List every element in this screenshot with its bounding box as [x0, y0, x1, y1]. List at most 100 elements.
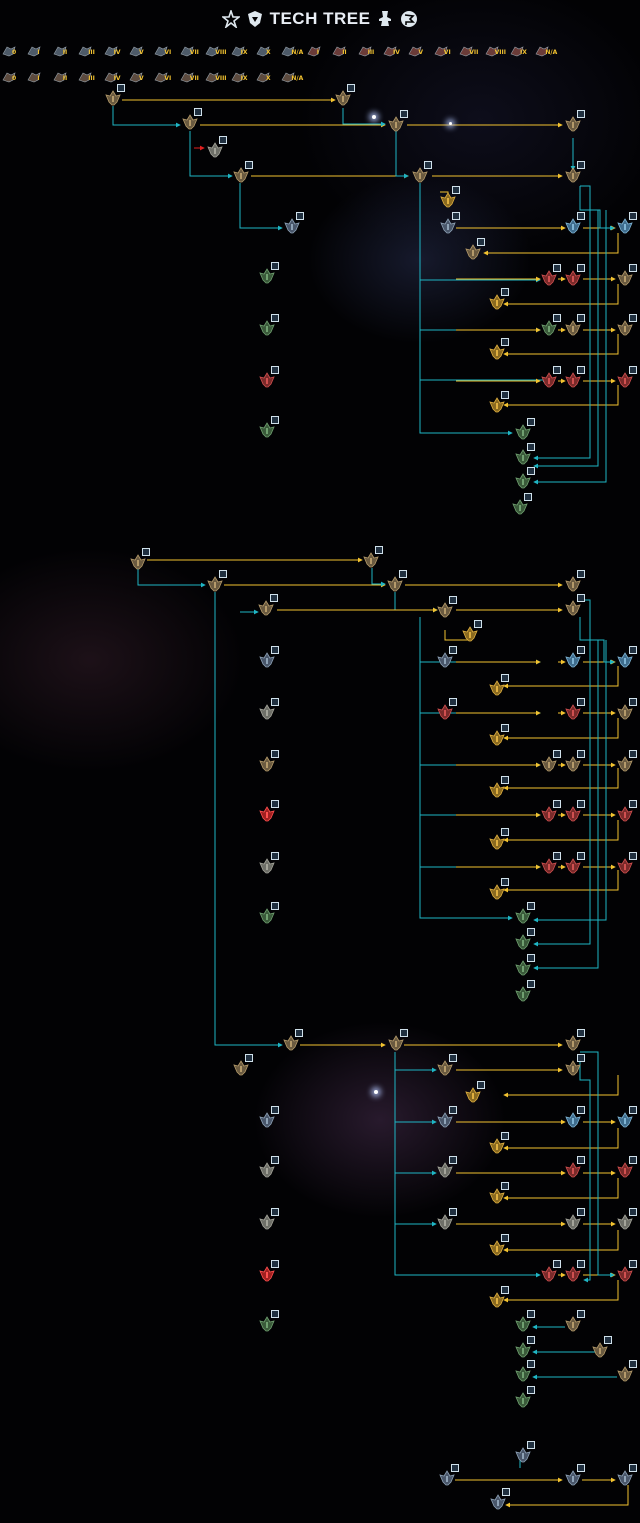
- ship-node[interactable]: [540, 264, 561, 286]
- tier-tab[interactable]: IX: [231, 40, 253, 57]
- ship-node[interactable]: [488, 338, 509, 360]
- tier-tab[interactable]: II: [332, 40, 354, 57]
- ship-node[interactable]: [282, 1029, 303, 1051]
- ship-node[interactable]: [514, 954, 535, 976]
- ship-node[interactable]: [564, 646, 585, 668]
- ship-node[interactable]: [616, 366, 637, 388]
- ship-node[interactable]: [616, 212, 637, 234]
- ship-node[interactable]: [257, 594, 278, 616]
- ship-node[interactable]: [564, 1208, 585, 1230]
- tier-tab[interactable]: VI: [154, 66, 176, 83]
- ship-node[interactable]: [514, 1360, 535, 1382]
- ship-node[interactable]: [564, 110, 585, 132]
- tier-tab[interactable]: IV: [104, 40, 126, 57]
- tier-tab[interactable]: 0: [2, 40, 24, 57]
- ship-node[interactable]: [104, 84, 125, 106]
- ship-node[interactable]: [386, 570, 407, 592]
- ship-node[interactable]: [464, 238, 485, 260]
- ship-node[interactable]: [258, 416, 279, 438]
- ship-node[interactable]: [488, 1182, 509, 1204]
- ship-node[interactable]: [564, 698, 585, 720]
- flag-badge-icon[interactable]: [400, 10, 418, 28]
- ship-node[interactable]: [206, 136, 227, 158]
- ship-node[interactable]: [258, 366, 279, 388]
- tier-tab[interactable]: I: [27, 40, 49, 57]
- ship-node[interactable]: [564, 1260, 585, 1282]
- tier-tab[interactable]: III: [358, 40, 380, 57]
- ship-node[interactable]: [616, 852, 637, 874]
- ship-node[interactable]: [411, 161, 432, 183]
- tier-tab[interactable]: IX: [510, 40, 532, 57]
- ship-node[interactable]: [488, 1286, 509, 1308]
- ship-node[interactable]: [564, 1310, 585, 1332]
- tier-tab[interactable]: I: [27, 66, 49, 83]
- ship-node[interactable]: [514, 928, 535, 950]
- ship-node[interactable]: [564, 1029, 585, 1051]
- ship-node[interactable]: [232, 1054, 253, 1076]
- ship-node[interactable]: [564, 1464, 585, 1486]
- ship-node[interactable]: [564, 1054, 585, 1076]
- ship-node[interactable]: [283, 212, 304, 234]
- ship-node[interactable]: [540, 366, 561, 388]
- ship-node[interactable]: [514, 1441, 535, 1463]
- tier-tab[interactable]: VII: [180, 66, 202, 83]
- ship-node[interactable]: [387, 110, 408, 132]
- ship-node[interactable]: [514, 1310, 535, 1332]
- ship-node[interactable]: [258, 1260, 279, 1282]
- ship-node[interactable]: [540, 800, 561, 822]
- ship-node[interactable]: [514, 443, 535, 465]
- ship-node[interactable]: [436, 698, 457, 720]
- tier-tab[interactable]: VIII: [205, 66, 227, 83]
- ship-node[interactable]: [511, 493, 532, 515]
- ship-node[interactable]: [488, 776, 509, 798]
- ship-node[interactable]: [616, 1156, 637, 1178]
- ship-node[interactable]: [387, 1029, 408, 1051]
- ship-node[interactable]: [436, 1208, 457, 1230]
- ship-node[interactable]: [616, 1208, 637, 1230]
- ship-node[interactable]: [564, 161, 585, 183]
- ship-node[interactable]: [540, 314, 561, 336]
- ship-node[interactable]: [181, 108, 202, 130]
- ship-node[interactable]: [258, 902, 279, 924]
- ship-node[interactable]: [258, 646, 279, 668]
- ship-node[interactable]: [439, 186, 460, 208]
- ship-node[interactable]: [464, 1081, 485, 1103]
- ship-node[interactable]: [564, 366, 585, 388]
- ship-node[interactable]: [258, 314, 279, 336]
- ship-node[interactable]: [564, 852, 585, 874]
- tier-tab[interactable]: VI: [434, 40, 456, 57]
- tier-tab[interactable]: II: [53, 66, 75, 83]
- anvil-icon[interactable]: [376, 10, 394, 28]
- ship-node[interactable]: [514, 902, 535, 924]
- ship-node[interactable]: [488, 878, 509, 900]
- ship-node[interactable]: [258, 750, 279, 772]
- ship-node[interactable]: [564, 750, 585, 772]
- ship-node[interactable]: [616, 1360, 637, 1382]
- ship-node[interactable]: [206, 570, 227, 592]
- tier-tab[interactable]: VIII: [205, 40, 227, 57]
- ship-node[interactable]: [488, 1234, 509, 1256]
- tier-tab[interactable]: 0: [2, 66, 24, 83]
- ship-node[interactable]: [616, 264, 637, 286]
- ship-node[interactable]: [436, 1054, 457, 1076]
- tier-tab[interactable]: I: [307, 40, 329, 57]
- tier-tab[interactable]: V: [129, 66, 151, 83]
- ship-node[interactable]: [514, 980, 535, 1002]
- ship-node[interactable]: [439, 212, 460, 234]
- ship-node[interactable]: [616, 750, 637, 772]
- ship-node[interactable]: [564, 594, 585, 616]
- ship-node[interactable]: [258, 1156, 279, 1178]
- tier-tab[interactable]: IV: [383, 40, 405, 57]
- ship-node[interactable]: [436, 596, 457, 618]
- ship-node[interactable]: [616, 646, 637, 668]
- ship-node[interactable]: [564, 800, 585, 822]
- ship-node[interactable]: [334, 84, 355, 106]
- ship-node[interactable]: [489, 1488, 510, 1510]
- tier-tab[interactable]: X: [256, 40, 278, 57]
- tier-tab[interactable]: V: [408, 40, 430, 57]
- ship-node[interactable]: [488, 391, 509, 413]
- ship-node[interactable]: [436, 646, 457, 668]
- ship-node[interactable]: [514, 467, 535, 489]
- ship-node[interactable]: [488, 288, 509, 310]
- tier-tab[interactable]: N/A: [281, 40, 303, 57]
